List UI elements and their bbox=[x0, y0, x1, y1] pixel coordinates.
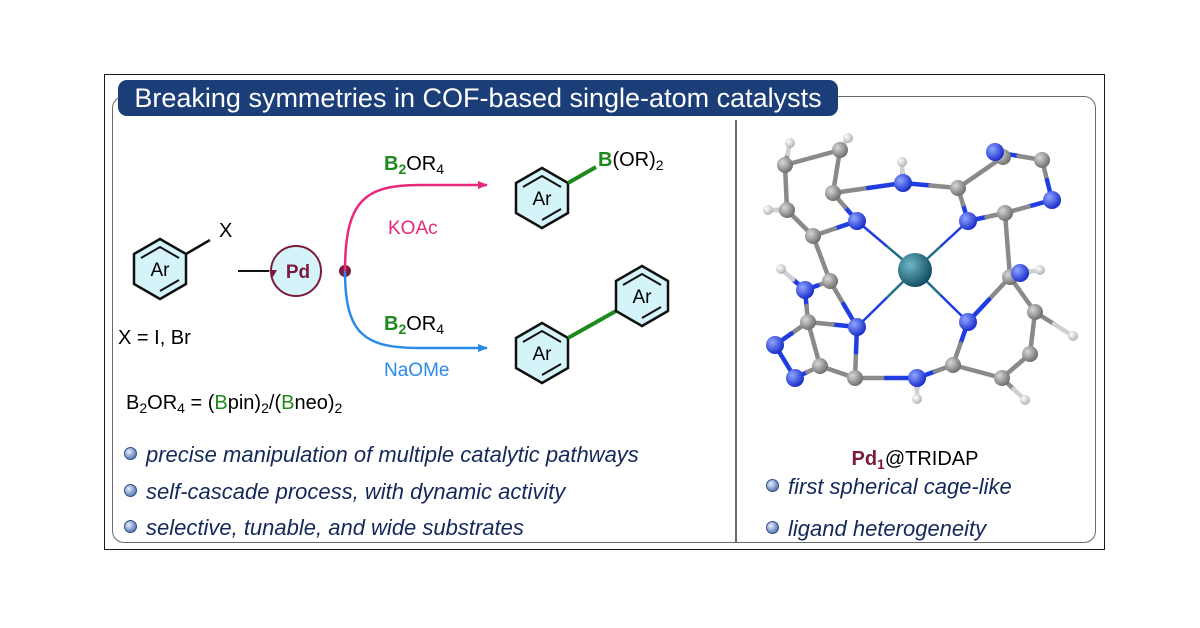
outer-frame bbox=[104, 74, 1105, 550]
hydrogen-atom bbox=[1068, 331, 1078, 341]
bullet-dot-icon bbox=[766, 479, 779, 492]
hydrogen-atom bbox=[1020, 395, 1030, 405]
reactant-substituent-label: X bbox=[219, 220, 232, 242]
left-bullet-3: selective, tunable, and wide substrates bbox=[124, 515, 524, 541]
upper-reagent-label: B2OR4 bbox=[384, 153, 444, 177]
lower-reagent-label: B2OR4 bbox=[384, 313, 444, 337]
nitrogen-atom bbox=[986, 143, 1004, 161]
carbon-atom bbox=[822, 273, 838, 289]
hydrogen-atom bbox=[897, 157, 907, 167]
carbon-atom bbox=[994, 370, 1010, 386]
lower-product-ring1-label: Ar bbox=[533, 344, 553, 365]
bullet-dot-icon bbox=[766, 521, 779, 534]
carbon-atom bbox=[777, 157, 793, 173]
lower-base-label: NaOMe bbox=[384, 360, 449, 381]
hydrogen-atom bbox=[912, 394, 922, 404]
carbon-atom bbox=[950, 180, 966, 196]
carbon-atom bbox=[812, 358, 828, 374]
nitrogen-atom bbox=[796, 281, 814, 299]
boronate-product-ring bbox=[514, 165, 597, 230]
reactant-ring-label: Ar bbox=[151, 260, 171, 281]
borylation-arrow bbox=[343, 181, 488, 272]
palladium-atom bbox=[898, 253, 932, 287]
carbon-atom bbox=[825, 185, 841, 201]
hydrogen-atom bbox=[776, 264, 786, 274]
carbon-atom bbox=[1034, 152, 1050, 168]
nitrogen-atom bbox=[894, 174, 912, 192]
upper-product-ring-label: Ar bbox=[533, 189, 553, 210]
hydrogen-atom bbox=[763, 205, 773, 215]
biaryl-product-rings bbox=[514, 264, 670, 385]
carbon-atom bbox=[805, 228, 821, 244]
carbon-atom bbox=[847, 370, 863, 386]
nitrogen-atom bbox=[959, 212, 977, 230]
left-bullet-2: self-cascade process, with dynamic activ… bbox=[124, 479, 565, 505]
upper-base-label: KOAc bbox=[388, 218, 438, 239]
coupling-arrow bbox=[343, 270, 488, 352]
nitrogen-atom bbox=[786, 369, 804, 387]
catalyst-cycle-icon bbox=[269, 245, 322, 297]
nitrogen-atom bbox=[959, 313, 977, 331]
hydrogen-atom bbox=[1035, 265, 1045, 275]
catalyst-name-label: Pd1@TRIDAP bbox=[851, 448, 978, 472]
right-bullet-1: first spherical cage-like bbox=[766, 474, 1012, 500]
pd-tridap-molecular-model bbox=[763, 133, 1078, 405]
nitrogen-atom bbox=[1043, 191, 1061, 209]
reactant-benzene-ring bbox=[132, 237, 211, 301]
nitrogen-atom bbox=[848, 212, 866, 230]
panel-divider bbox=[735, 120, 737, 542]
carbon-atom bbox=[800, 314, 816, 330]
halide-definition: X = I, Br bbox=[118, 327, 191, 349]
nitrogen-atom bbox=[908, 369, 926, 387]
nitrogen-atom bbox=[848, 318, 866, 336]
carbon-atom bbox=[997, 205, 1013, 221]
carbon-atom bbox=[1027, 304, 1043, 320]
nitrogen-atom bbox=[1011, 264, 1029, 282]
carbon-atom bbox=[945, 357, 961, 373]
boron-reagent-definition: B2OR4 = (Bpin)2/(Bneo)2 bbox=[126, 392, 342, 416]
catalyst-label: Pd bbox=[286, 262, 310, 283]
right-bullet-2: ligand heterogeneity bbox=[766, 516, 986, 542]
carbon-atom bbox=[1022, 346, 1038, 362]
hydrogen-atom bbox=[843, 133, 853, 143]
title-banner: Breaking symmetries in COF-based single-… bbox=[118, 80, 838, 116]
hydrogen-atom bbox=[785, 138, 795, 148]
bullet-dot-icon bbox=[124, 447, 137, 460]
lower-product-ring2-label: Ar bbox=[633, 287, 653, 308]
nitrogen-atom bbox=[766, 336, 784, 354]
carbon-atom bbox=[832, 142, 848, 158]
upper-product-boronate-label: B(OR)2 bbox=[598, 149, 664, 173]
content-panel bbox=[112, 96, 1096, 543]
carbon-atom bbox=[779, 202, 795, 218]
left-bullet-1: precise manipulation of multiple catalyt… bbox=[124, 442, 639, 468]
bullet-dot-icon bbox=[124, 520, 137, 533]
bullet-dot-icon bbox=[124, 484, 137, 497]
